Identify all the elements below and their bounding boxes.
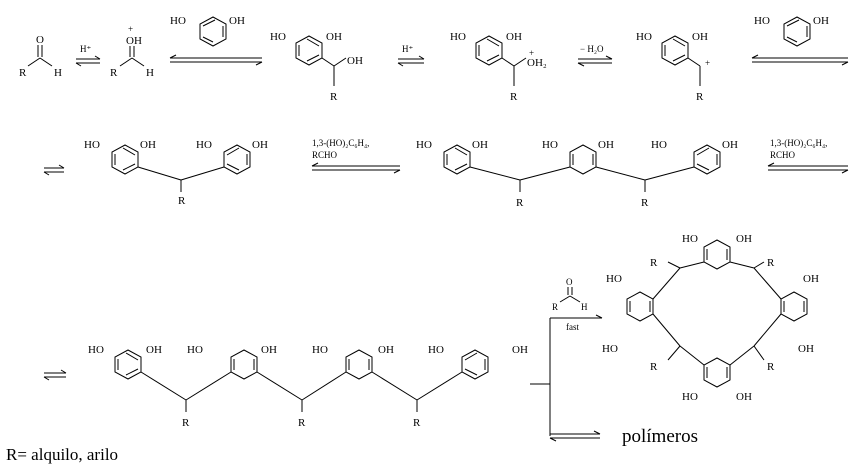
- minus-water-label: − H₂O: [580, 44, 604, 54]
- atom-r: R: [696, 91, 704, 103]
- atom-ho: HO: [88, 344, 104, 356]
- atom-r: R: [650, 361, 658, 373]
- atom-ho: HO: [428, 344, 444, 356]
- atom-r: R: [650, 257, 658, 269]
- atom-r: R: [510, 91, 518, 103]
- atom-oh: OH: [347, 55, 363, 67]
- atom-ho: HO: [602, 343, 618, 355]
- atom-oh: OH: [261, 344, 277, 356]
- atom-oh: OH: [140, 139, 156, 151]
- resorcinarene-macrocycle-structure: HO OH R R HO OH HO OH R R HO OH: [602, 233, 819, 403]
- resorcinol-reagent-label: 1,3-(HO)₂C₆H₄,: [312, 138, 369, 148]
- atom-ho: HO: [542, 139, 558, 151]
- atom-ho: HO: [270, 31, 286, 43]
- resorcinol-reagent-structure: HO OH: [754, 15, 829, 47]
- atom-h: H: [581, 302, 588, 312]
- carbinol-adduct-structure: HO OH OH R: [270, 31, 363, 103]
- atom-ho: HO: [84, 139, 100, 151]
- atom-oh: OH: [472, 139, 488, 151]
- resorcinol-reagent-label: 1,3-(HO)₂C₆H₄,: [770, 138, 827, 148]
- atom-r: R: [19, 67, 27, 79]
- atom-r: R: [178, 195, 186, 207]
- atom-o: O: [36, 34, 44, 46]
- atom-oh: OH: [506, 31, 522, 43]
- atom-oh: OH: [146, 344, 162, 356]
- atom-oh: OH: [512, 344, 528, 356]
- equilibrium-arrow-3: H⁺: [397, 44, 425, 67]
- branch-connector: [530, 314, 603, 442]
- atom-r: R: [182, 417, 190, 429]
- atom-h: H: [146, 67, 154, 79]
- dimer-structure: HO OH HO OH R: [84, 139, 268, 207]
- atom-ho: HO: [187, 344, 203, 356]
- atom-oh2: OH₂: [527, 57, 547, 69]
- atom-r: R: [413, 417, 421, 429]
- atom-r: R: [552, 302, 558, 312]
- atom-ho: HO: [636, 31, 652, 43]
- aldehyde-reagent-label: RCHO: [312, 150, 338, 160]
- plus-charge: +: [128, 24, 133, 34]
- atom-ho: HO: [416, 139, 432, 151]
- resorcinol-reagent-structure: HO OH: [170, 15, 245, 47]
- atom-oh: OH: [126, 35, 142, 47]
- atom-r: R: [767, 361, 775, 373]
- equilibrium-arrow-4: − H₂O: [577, 44, 613, 67]
- protonated-aldehyde-structure: + OH R H: [110, 24, 154, 79]
- equilibrium-arrow-7: 1,3-(HO)₂C₆H₄, RCHO: [311, 138, 401, 174]
- atom-oh: OH: [252, 139, 268, 151]
- carbocation-structure: HO OH + R: [636, 31, 710, 103]
- atom-ho: HO: [450, 31, 466, 43]
- footnote: R= alquilo, arilo: [6, 445, 118, 464]
- trimer-structure: HO OH HO OH HO OH R R: [416, 139, 738, 209]
- atom-r: R: [298, 417, 306, 429]
- atom-oh: OH: [378, 344, 394, 356]
- atom-ho: HO: [682, 233, 698, 245]
- atom-ho: HO: [170, 15, 186, 27]
- atom-ho: HO: [682, 391, 698, 403]
- oxonium-structure: HO OH + OH₂ R: [450, 31, 547, 103]
- atom-h: H: [54, 67, 62, 79]
- fast-label: fast: [566, 322, 579, 332]
- aldehyde-fast-structure: O R H fast: [552, 277, 588, 332]
- atom-ho: HO: [312, 344, 328, 356]
- atom-o: O: [566, 277, 573, 287]
- atom-ho: HO: [606, 273, 622, 285]
- h-plus-label: H⁺: [402, 44, 413, 54]
- atom-ho: HO: [651, 139, 667, 151]
- equilibrium-arrow-1: H⁺: [75, 44, 101, 67]
- atom-oh: OH: [722, 139, 738, 151]
- tetramer-structure: HO OH HO OH HO OH HO OH R R R: [88, 344, 528, 429]
- atom-r: R: [330, 91, 338, 103]
- atom-oh: OH: [803, 273, 819, 285]
- atom-r: R: [641, 197, 649, 209]
- atom-oh: OH: [813, 15, 829, 27]
- atom-oh: OH: [326, 31, 342, 43]
- equilibrium-arrow-9: [43, 369, 67, 381]
- atom-oh: OH: [229, 15, 245, 27]
- atom-oh: OH: [692, 31, 708, 43]
- equilibrium-arrow-2: [169, 54, 263, 66]
- atom-r: R: [767, 257, 775, 269]
- atom-ho: HO: [196, 139, 212, 151]
- aldehyde-structure: O R H: [19, 34, 62, 79]
- atom-r: R: [110, 67, 118, 79]
- equilibrium-arrow-8: 1,3-(HO)₂C₆H₄, RCHO: [767, 138, 849, 174]
- plus-charge: +: [529, 48, 534, 58]
- equilibrium-arrow-5: [751, 54, 849, 66]
- equilibrium-arrow-6: [43, 164, 65, 176]
- plus-charge: +: [705, 58, 710, 68]
- atom-oh: OH: [598, 139, 614, 151]
- atom-oh: OH: [736, 391, 752, 403]
- h-plus-label: H⁺: [80, 44, 91, 54]
- atom-oh: OH: [798, 343, 814, 355]
- atom-r: R: [516, 197, 524, 209]
- polymers-label: polímeros: [622, 426, 698, 447]
- aldehyde-reagent-label: RCHO: [770, 150, 796, 160]
- atom-ho: HO: [754, 15, 770, 27]
- atom-oh: OH: [736, 233, 752, 245]
